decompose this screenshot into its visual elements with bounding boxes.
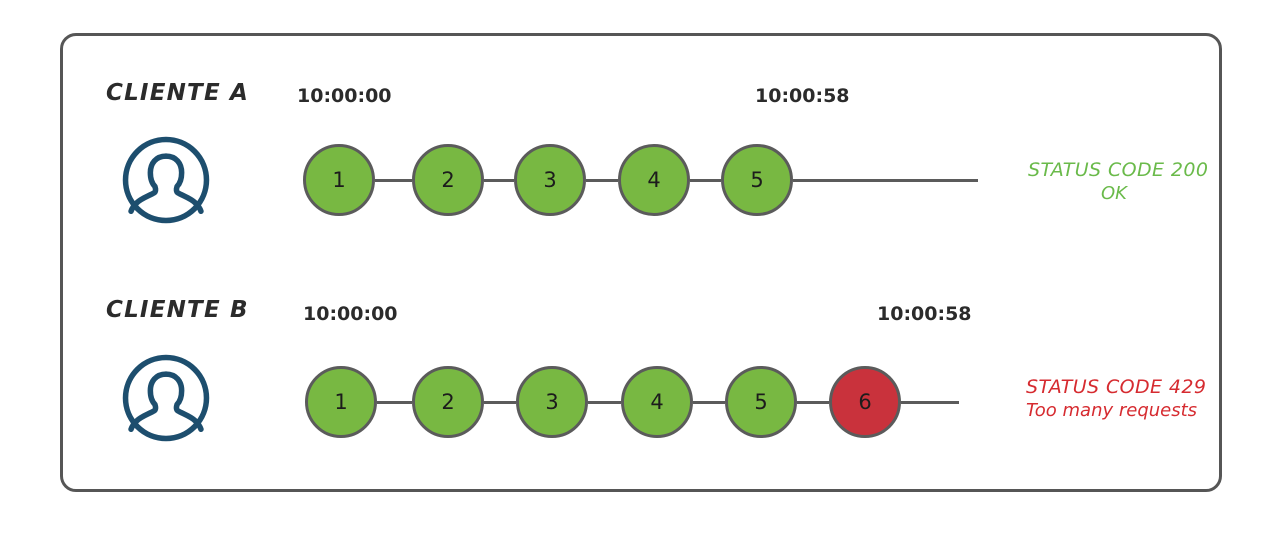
request-node[interactable]: 1	[305, 366, 377, 438]
request-node[interactable]: 3	[514, 144, 586, 216]
chain-connector	[375, 178, 412, 182]
request-node[interactable]: 3	[516, 366, 588, 438]
chain-connector	[484, 400, 516, 404]
client-a-request-chain: 1 2 3 4 5	[303, 144, 978, 216]
status-message-line: Too many requests	[1026, 400, 1198, 422]
status-code-line: STATUS CODE 429	[1026, 376, 1207, 398]
chain-connector	[377, 400, 412, 404]
request-node[interactable]: 5	[721, 144, 793, 216]
request-node[interactable]: 4	[621, 366, 693, 438]
request-node[interactable]: 2	[412, 366, 484, 438]
request-node[interactable]: 5	[725, 366, 797, 438]
client-b-status: STATUS CODE 429 Too many requests	[1026, 375, 1226, 422]
chain-connector	[693, 400, 725, 404]
client-a-avatar	[120, 134, 212, 226]
chain-connector	[588, 400, 621, 404]
chain-connector	[586, 178, 618, 182]
request-node[interactable]: 2	[412, 144, 484, 216]
client-b-label: CLIENTE B	[106, 297, 249, 323]
request-node[interactable]: 1	[303, 144, 375, 216]
chain-connector-tail	[793, 178, 978, 182]
client-b-request-chain: 1 2 3 4 5 6	[305, 366, 959, 438]
chain-connector-tail	[901, 400, 959, 404]
request-node[interactable]: 4	[618, 144, 690, 216]
user-avatar-icon	[122, 136, 210, 224]
chain-connector	[797, 400, 829, 404]
status-message-line: OK	[1101, 183, 1127, 205]
request-node-rate-limited[interactable]: 6	[829, 366, 901, 438]
status-code-line: STATUS CODE 200	[1028, 159, 1209, 181]
client-b-time-end: 10:00:58	[877, 303, 972, 325]
client-a-time-end: 10:00:58	[755, 85, 850, 107]
user-avatar-icon	[122, 354, 210, 442]
chain-connector	[690, 178, 721, 182]
chain-connector	[484, 178, 514, 182]
client-a-time-start: 10:00:00	[297, 85, 392, 107]
client-a-status: STATUS CODE 200 OK	[1028, 158, 1209, 205]
client-b-time-start: 10:00:00	[303, 303, 398, 325]
client-a-label: CLIENTE A	[106, 80, 250, 106]
client-b-avatar	[120, 352, 212, 444]
